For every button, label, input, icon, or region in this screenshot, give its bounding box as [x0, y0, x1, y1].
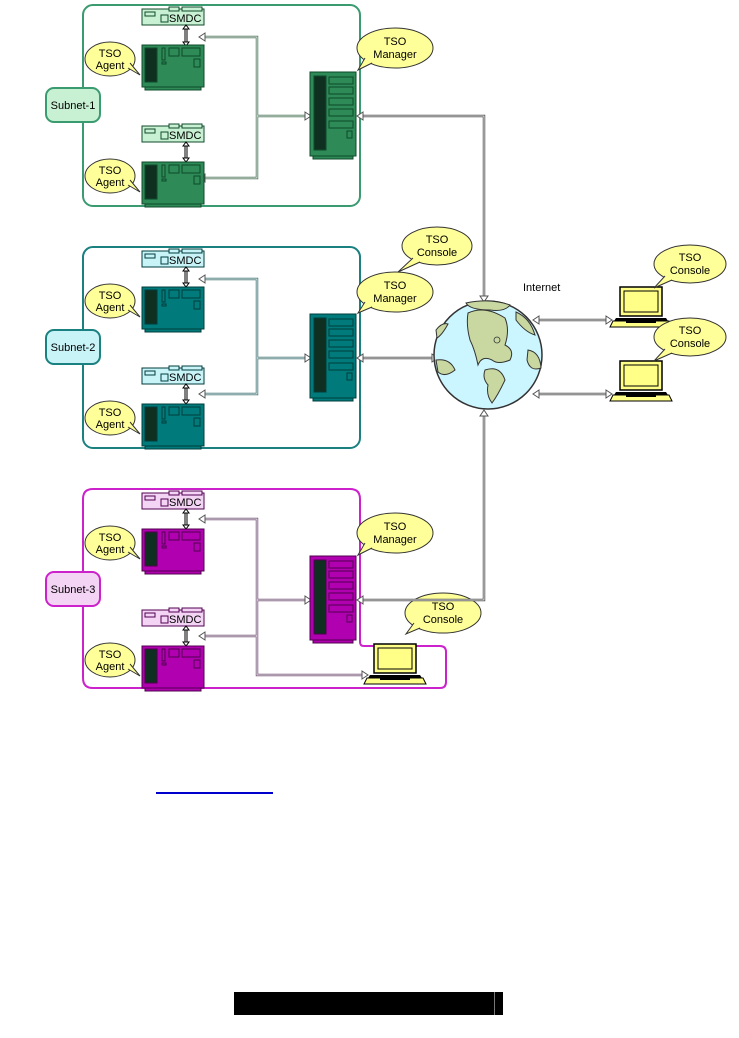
subnet-2-group: Subnet-2 SMDC TSO Agent	[46, 227, 472, 449]
double-arrow-icon	[183, 142, 189, 162]
double-arrow-icon	[183, 267, 189, 287]
svg-text:TSO: TSO	[99, 165, 122, 177]
agent-pc-icon	[142, 404, 204, 449]
console-bubble: TSO Console	[654, 245, 726, 288]
svg-text:Console: Console	[670, 265, 710, 277]
double-arrow-icon	[183, 509, 189, 529]
hyperlink[interactable]	[156, 792, 273, 794]
agent-bubble: TSO Agent	[85, 284, 140, 318]
manager-bubble: TSO Manager	[357, 28, 433, 70]
agent-bubble: TSO Agent	[85, 643, 140, 677]
double-arrow-icon	[183, 626, 189, 646]
agent-pc-icon	[142, 646, 204, 691]
svg-text:TSO: TSO	[99, 48, 122, 60]
remote-laptop-icon	[610, 361, 672, 401]
agent-bubble: TSO Agent	[85, 159, 140, 193]
console-bubble: TSO Console	[398, 227, 472, 272]
remote-laptop-icon	[610, 287, 672, 327]
smdc-device: SMDC	[142, 366, 204, 384]
svg-text:Agent: Agent	[96, 60, 125, 72]
svg-text:TSO: TSO	[384, 36, 407, 48]
agent-bubble: TSO Agent	[85, 526, 140, 560]
subnet-3-label: Subnet-3	[51, 584, 96, 596]
smdc-device: SMDC	[142, 608, 204, 626]
svg-text:Agent: Agent	[96, 177, 125, 189]
svg-text:TSO: TSO	[99, 649, 122, 661]
manager-bubble: TSO Manager	[357, 272, 433, 313]
svg-text:TSO: TSO	[679, 325, 702, 337]
agent-bubble: TSO Agent	[85, 42, 140, 76]
agent-pc-icon	[142, 287, 204, 332]
svg-text:SMDC: SMDC	[169, 255, 201, 267]
subnet-3-group: Subnet-3 SMDC TSO Age	[46, 489, 481, 691]
svg-text:SMDC: SMDC	[169, 497, 201, 509]
svg-text:Manager: Manager	[373, 534, 417, 546]
svg-text:Manager: Manager	[373, 49, 417, 61]
svg-text:TSO: TSO	[384, 280, 407, 292]
svg-text:Agent: Agent	[96, 661, 125, 673]
smdc-device: SMDC	[142, 249, 204, 267]
svg-text:Agent: Agent	[96, 419, 125, 431]
agent-pc-icon	[142, 162, 204, 207]
svg-text:Console: Console	[417, 247, 457, 259]
manager-server-icon	[310, 72, 356, 159]
laptop-icon	[364, 644, 426, 684]
svg-text:TSO: TSO	[99, 407, 122, 419]
svg-text:TSO: TSO	[426, 234, 449, 246]
subnet-2-label: Subnet-2	[51, 342, 96, 354]
svg-text:SMDC: SMDC	[169, 13, 201, 25]
manager-bubble: TSO Manager	[357, 513, 433, 555]
svg-text:Console: Console	[423, 614, 463, 626]
agent-pc-icon	[142, 529, 204, 574]
double-arrow-icon	[183, 25, 189, 46]
globe-icon	[434, 301, 542, 409]
manager-server-icon	[310, 556, 356, 643]
agent-pc-icon	[142, 45, 204, 90]
internet-label: Internet	[523, 282, 560, 294]
double-arrow-icon	[183, 384, 189, 404]
svg-text:TSO: TSO	[99, 532, 122, 544]
svg-text:TSO: TSO	[679, 252, 702, 264]
svg-text:Manager: Manager	[373, 293, 417, 305]
agent-bubble: TSO Agent	[85, 401, 140, 435]
subnet-1-label: Subnet-1	[51, 100, 96, 112]
smdc-device: SMDC	[142, 124, 204, 142]
svg-text:TSO: TSO	[384, 521, 407, 533]
svg-text:TSO: TSO	[432, 601, 455, 613]
svg-text:SMDC: SMDC	[169, 372, 201, 384]
svg-text:SMDC: SMDC	[169, 614, 201, 626]
svg-text:Console: Console	[670, 338, 710, 350]
svg-text:SMDC: SMDC	[169, 130, 201, 142]
subnet-1-group: Subnet-1 SMDC TSO Agent	[46, 5, 433, 207]
smdc-device: SMDC	[142, 491, 204, 509]
smdc-device: SMDC	[142, 7, 204, 25]
svg-text:Agent: Agent	[96, 302, 125, 314]
console-bubble: TSO Console	[654, 318, 726, 361]
manager-server-icon	[310, 314, 356, 401]
svg-text:Agent: Agent	[96, 544, 125, 556]
redacted-bar-divider	[494, 992, 495, 1015]
svg-text:TSO: TSO	[99, 290, 122, 302]
redacted-bar	[234, 992, 503, 1015]
